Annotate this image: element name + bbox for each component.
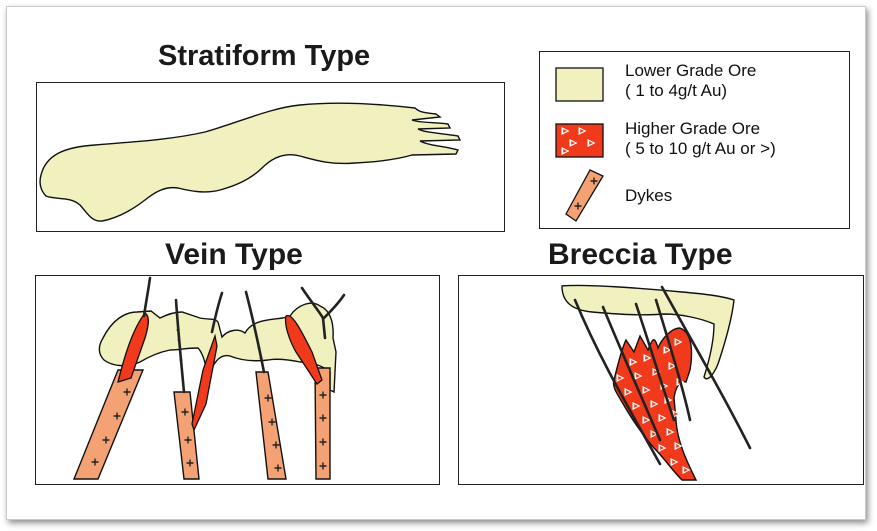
stratiform-ore-body bbox=[40, 103, 460, 221]
legend-dyke-swatch bbox=[566, 170, 603, 221]
legend-higher-grade-swatch bbox=[556, 124, 603, 157]
legend-lower-grade-swatch bbox=[556, 68, 603, 101]
